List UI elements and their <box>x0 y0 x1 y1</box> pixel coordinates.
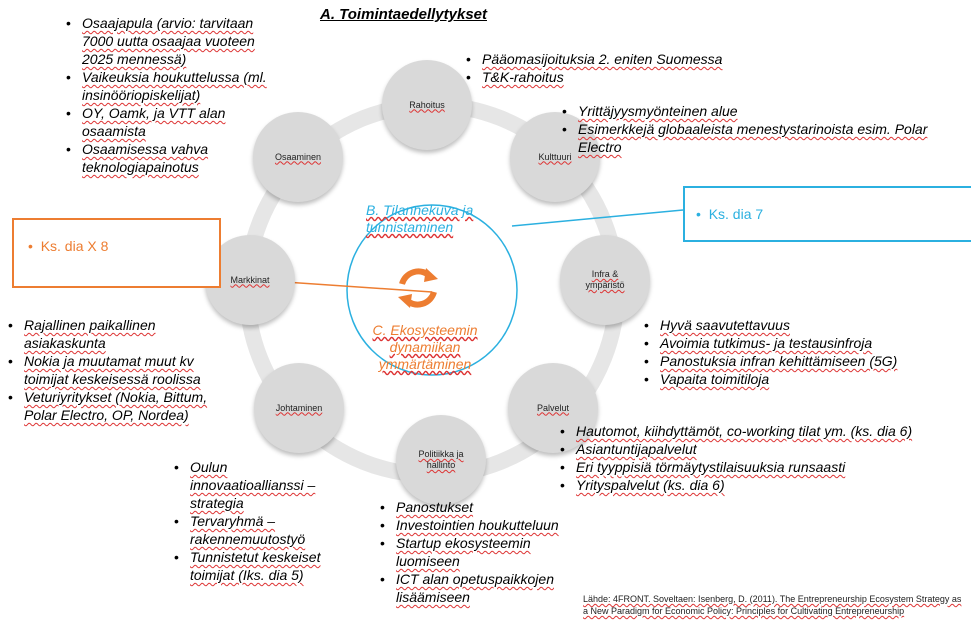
diagram-title: A. Toimintaedellytykset <box>320 6 487 23</box>
list-item: •Pääomasijoituksia 2. eniten Suomessa <box>466 51 723 67</box>
list-item: •Vaikeuksia houkuttelussa (ml. insinööri… <box>66 69 267 103</box>
list-item: •Avoimia tutkimus- ja testausinfroja <box>644 335 873 351</box>
center-label-c: C. Ekosysteemin dynamiikan ymmärtäminen <box>372 322 478 372</box>
list-item: •Hyvä saavutettavuus <box>644 317 790 333</box>
bullet-icon: • <box>696 206 709 222</box>
list-item: •Osaajapula (arvio: tarvitaan 7000 uutta… <box>66 15 255 67</box>
list-rahoitus: •Pääomasijoituksia 2. eniten Suomessa •T… <box>462 50 802 86</box>
list-osaaminen: •Osaajapula (arvio: tarvitaan 7000 uutta… <box>62 14 277 176</box>
node-kulttuuri: Kulttuuri <box>510 112 600 202</box>
list-item: •T&K-rahoitus <box>466 69 564 85</box>
bullet-icon: • <box>28 238 41 254</box>
list-item: •Tunnistetut keskeiset toimijat (Iks. di… <box>174 549 321 583</box>
node-infra: Infra & ympäristö <box>560 235 650 325</box>
list-item: •ICT alan opetuspaikkojen lisäämiseen <box>380 571 554 605</box>
node-johtaminen: Johtaminen <box>254 363 344 453</box>
list-item: •Investointien houkutteluun <box>380 517 559 533</box>
node-rahoitus: Rahoitus <box>382 60 472 150</box>
list-item: •Yrityspalvelut (ks. dia 6) <box>560 477 725 493</box>
callout-orange <box>12 218 221 288</box>
list-item: •Nokia ja muutamat muut kv toimijat kesk… <box>8 353 201 387</box>
callout-blue-text: • Ks. dia 7 <box>696 206 764 222</box>
list-item: •Rajallinen paikallinen asiakaskunta <box>8 317 156 351</box>
list-infra: •Hyvä saavutettavuus •Avoimia tutkimus- … <box>640 316 970 388</box>
list-item: •Vapaita toimitiloja <box>644 371 770 387</box>
list-item: •Panostukset <box>380 499 474 515</box>
list-item: •Esimerkkejä globaaleista menestystarino… <box>562 121 928 155</box>
callout-blue <box>683 186 971 242</box>
center-circle <box>346 204 518 376</box>
callout-orange-text: • Ks. dia X 8 <box>28 238 109 254</box>
node-osaaminen: Osaaminen <box>253 112 343 202</box>
list-item: •Eri tyyppisiä törmäytystilaisuuksia run… <box>560 459 846 475</box>
list-johtaminen: •Oulun innovaatioallianssi – strategia •… <box>170 458 328 584</box>
node-politiikka: Politiikka ja hallinto <box>396 415 486 505</box>
list-item: •Startup ekosysteemin luomiseen <box>380 535 531 569</box>
list-markkinat: •Rajallinen paikallinen asiakaskunta •No… <box>4 316 209 424</box>
list-item: •Panostuksia infran kehittämiseen (5G) <box>644 353 898 369</box>
list-item: •Tervaryhmä – rakennemuutostyö <box>174 513 306 547</box>
list-kulttuuri: •Yrittäjyysmyönteinen alue •Esimerkkejä … <box>558 102 958 156</box>
list-item: •Yrittäjyysmyönteinen alue <box>562 103 738 119</box>
list-item: •Veturiyritykset (Nokia, Bittum, Polar E… <box>8 389 208 423</box>
list-palvelut: •Hautomot, kiihdyttämöt, co-working tila… <box>556 422 968 494</box>
blue-connector-line <box>511 209 684 227</box>
list-item: •Osaamisessa vahva teknologiapainotus <box>66 141 209 175</box>
cycle-arrows-icon <box>398 268 438 308</box>
list-item: •Oulun innovaatioallianssi – strategia <box>174 459 316 511</box>
node-palvelut: Palvelut <box>508 363 598 453</box>
source-note: Lähde: 4FRONT. Soveltaen: Isenberg, D. (… <box>583 594 962 616</box>
list-politiikka: •Panostukset •Investointien houkutteluun… <box>376 498 586 606</box>
list-item: •OY, Oamk, ja VTT alan osaamista <box>66 105 226 139</box>
list-item: •Hautomot, kiihdyttämöt, co-working tila… <box>560 423 913 439</box>
list-item: •Asiantuntijapalvelut <box>560 441 697 457</box>
center-label-b: B. Tilannekuva ja tunnistaminen <box>366 202 474 235</box>
